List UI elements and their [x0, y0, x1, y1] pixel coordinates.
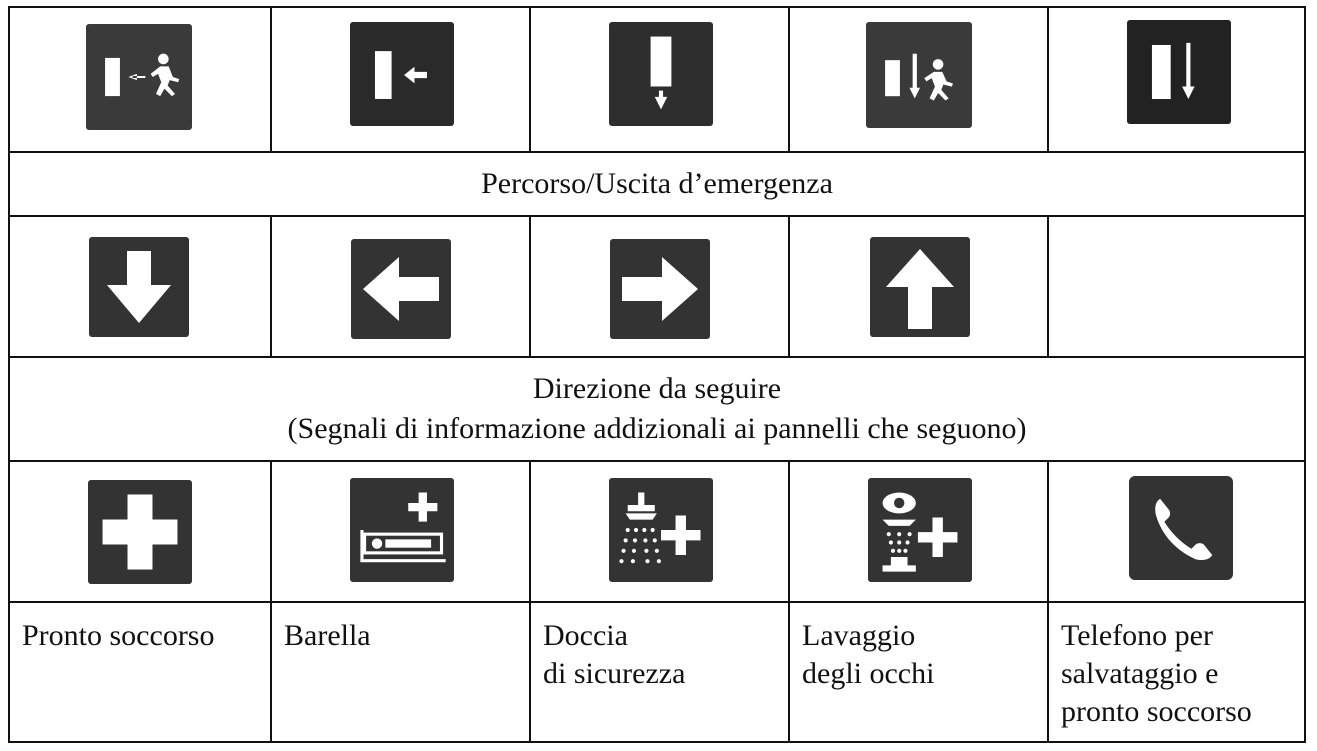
emergency-exit-caption: Percorso/Uscita d’emergenza — [481, 167, 833, 200]
label-cell: Lavaggio degli occhi — [788, 603, 1047, 741]
rescue-telephone-label: Telefono per salvataggio e pronto soccor… — [1061, 619, 1252, 728]
safety-shower-icon — [609, 478, 713, 582]
direction-caption-row: Direzione da seguire (Segnali di informa… — [10, 356, 1304, 460]
stretcher-label: Barella — [284, 619, 371, 652]
emergency-exit-signs-row — [10, 8, 1304, 151]
sign-cell — [270, 217, 529, 356]
sign-cell — [529, 462, 788, 601]
exit-down-arrow-icon — [1127, 20, 1231, 124]
arrow-left-icon — [351, 239, 451, 339]
sign-cell — [529, 8, 788, 151]
cross-icon — [88, 480, 192, 584]
sign-cell — [1047, 462, 1306, 601]
exit-left-arrow-icon — [350, 22, 454, 126]
label-cell: Telefono per salvataggio e pronto soccor… — [1047, 603, 1306, 741]
exit-left-runner-icon — [86, 24, 192, 130]
exit-down-runner-icon — [866, 22, 972, 128]
sign-cell — [529, 217, 788, 356]
sign-cell — [10, 462, 270, 601]
sign-cell — [788, 8, 1047, 151]
emergency-caption-row: Percorso/Uscita d’emergenza — [10, 151, 1304, 215]
sign-cell — [10, 217, 270, 356]
direction-caption: Direzione da seguire (Segnali di informa… — [287, 372, 1027, 445]
empty-cell — [1047, 217, 1306, 356]
sign-cell — [10, 8, 270, 151]
safety-shower-label: Doccia di sicurezza — [543, 619, 686, 690]
arrow-right-icon — [610, 239, 710, 339]
label-cell: Doccia di sicurezza — [529, 603, 788, 741]
sign-cell — [788, 462, 1047, 601]
stretcher-icon — [350, 478, 454, 582]
arrow-down-icon — [89, 237, 189, 337]
first-aid-labels-row: Pronto soccorso Barella Doccia di sicure… — [10, 601, 1304, 741]
eye-wash-label: Lavaggio degli occhi — [802, 619, 935, 690]
exit-down-arrow-icon — [609, 22, 713, 126]
eye-wash-icon — [868, 478, 972, 582]
telephone-icon — [1129, 476, 1233, 580]
label-cell: Barella — [270, 603, 529, 741]
sign-cell — [1047, 8, 1306, 151]
label-cell: Pronto soccorso — [10, 603, 270, 741]
arrow-up-icon — [870, 237, 970, 337]
safety-signs-table: Percorso/Uscita d’emergenza — [8, 6, 1306, 743]
direction-signs-row — [10, 215, 1304, 356]
sign-cell — [788, 217, 1047, 356]
first-aid-signs-row — [10, 460, 1304, 601]
sign-cell — [270, 462, 529, 601]
sign-cell — [270, 8, 529, 151]
first-aid-label: Pronto soccorso — [22, 619, 215, 652]
